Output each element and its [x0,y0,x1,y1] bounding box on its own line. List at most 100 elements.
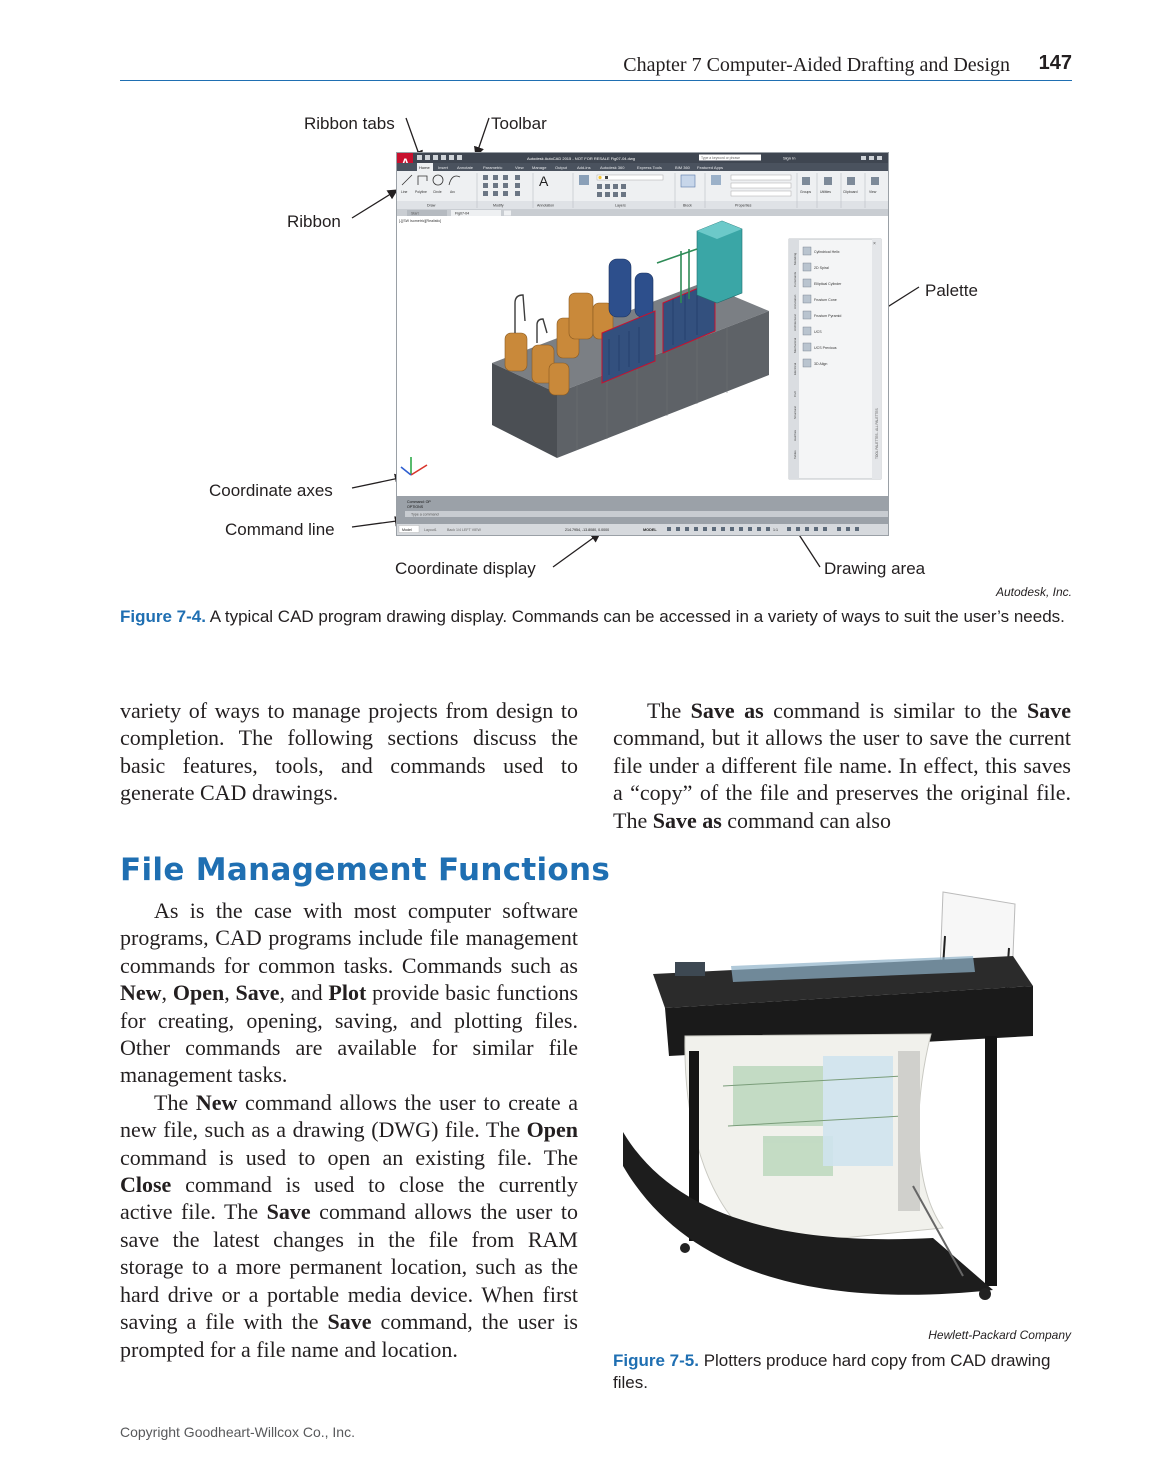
svg-text:Circle: Circle [433,190,442,194]
svg-text:Manage: Manage [532,165,547,170]
command-line-area [397,496,888,524]
leader-coordinate-display [552,532,602,568]
page-number: 147 [1038,52,1072,74]
figure-7-4-label: Figure 7-4. [120,607,206,626]
isometric-model [492,220,769,458]
ribbon-tabs-row [397,163,888,171]
svg-text:Tables: Tables [793,450,797,459]
svg-text:Utilities: Utilities [820,190,831,194]
svg-text:Hatches: Hatches [793,429,797,441]
svg-text:Annotate: Annotate [457,165,474,170]
svg-text:Frustum Cone: Frustum Cone [814,298,837,302]
svg-text:Civil: Civil [793,391,797,397]
svg-text:Properties: Properties [735,204,752,208]
block-insert-icon [680,174,696,188]
callout-coordinate-axes: Coordinate axes [209,481,333,500]
search-input [699,154,761,161]
coordinate-readout: 214.7954, -13.8080, 0.0000 [565,528,609,532]
svg-text:Mechanical: Mechanical [793,337,797,353]
paragraph-file-management: As is the case with most computer softwa… [120,898,579,1088]
svg-text:Layers: Layers [615,204,626,208]
figure-7-5-caption: Figure 7-5. Plotters produce hard copy f… [613,1350,1053,1394]
svg-text:UCS Previous: UCS Previous [814,346,837,350]
svg-text:Polyline: Polyline [415,190,427,194]
svg-text:3D Align: 3D Align [814,362,827,366]
svg-text:Home: Home [419,165,430,170]
svg-text:Annotation: Annotation [537,204,554,208]
svg-text:Groups: Groups [800,190,811,194]
callout-ribbon-tabs: Ribbon tabs [304,114,395,133]
command-history-1: Command: OP [407,500,431,504]
section-heading: File Management Functions [120,852,611,888]
command-history-2: OPTIONS [407,505,424,509]
svg-text:Arc: Arc [450,190,455,194]
leader-ribbon [351,189,399,219]
left-column-continued: variety of ways to manage projects from … [120,697,578,807]
svg-text:BIM 360: BIM 360 [675,165,691,170]
right-column-body: The Save as command is similar to the Sa… [613,697,1071,834]
sign-in-link: Sign In [783,156,795,161]
model-space-label: MODEL [643,528,657,532]
callout-drawing-area: Drawing area [824,559,926,578]
svg-text:Elliptical Cylinder: Elliptical Cylinder [814,282,842,286]
chapter-title: Chapter 7 Computer-Aided Drafting and De… [623,54,1010,76]
properties-controls [711,174,792,197]
svg-text:Draw: Draw [427,204,436,208]
svg-text:Frustum Pyramid: Frustum Pyramid [814,314,841,318]
callout-palette: Palette [925,281,978,300]
search-placeholder: Type a keyword or phrase [701,156,740,160]
svg-text:Clipboard: Clipboard [843,190,858,194]
leader-command-line [351,516,406,528]
svg-text:Output: Output [555,165,568,170]
file-tab-current: Fig07-04 [455,212,469,216]
line-tool-icon [401,174,413,186]
layout-tab-model: Model [402,528,412,532]
draw-tool-icons [401,174,461,186]
svg-text:Modify: Modify [493,204,504,208]
quick-access-toolbar [417,155,462,160]
figure-7-4-credit: Autodesk, Inc. [995,585,1072,599]
callout-command-line: Command line [225,520,335,539]
svg-text:Featured Apps: Featured Apps [697,165,723,170]
svg-text:Architectural: Architectural [793,314,797,331]
tool-palette: TOOL PALETTES - ALL PALETTES Modeling Co… [788,238,882,480]
annotation-scale: 1:1 [773,528,778,532]
figure-7-4-caption: Figure 7-4. A typical CAD program drawin… [120,606,1072,628]
file-tabs-bar [397,209,888,216]
command-prompt: Type a command [411,513,439,517]
callout-toolbar: Toolbar [491,114,547,133]
svg-text:View: View [515,165,524,170]
leader-coordinate-axes [351,473,406,489]
svg-text:Add-ins: Add-ins [577,165,591,170]
svg-text:2D Spiral: 2D Spiral [814,266,829,270]
svg-text:Parametric: Parametric [483,165,502,170]
svg-text:Electrical: Electrical [793,362,797,375]
left-column-section-body: As is the case with most computer softwa… [120,897,578,1363]
title-bar [397,153,888,163]
figure-7-5-caption-text: Plotters produce hard copy from CAD draw… [613,1351,1051,1392]
palette-title: TOOL PALETTES - ALL PALETTES [875,408,879,459]
text-tool-icon: A [539,173,549,189]
svg-text:Cylindrical Helix: Cylindrical Helix [814,250,840,254]
continued-paragraph: variety of ways to manage projects from … [120,698,578,806]
figure-7-5-label: Figure 7-5. [613,1351,699,1370]
svg-text:Modeling: Modeling [793,252,797,265]
modify-tool-icons [483,175,520,196]
palette-close-icon: × [873,241,876,247]
layer-tool-icons [579,174,664,197]
svg-text:Annotation: Annotation [793,294,797,309]
callout-coordinate-display: Coordinate display [395,559,536,578]
paragraph-new-open-close-save: The New command allows the user to creat… [120,1089,578,1362]
status-bar [397,524,888,535]
paragraph-save-as: The Save as command is similar to the Sa… [613,698,1071,833]
leader-toolbar [474,117,490,158]
figure-7-5-credit: Hewlett-Packard Company [928,1328,1071,1342]
command-input [405,511,888,517]
svg-text:UCS: UCS [814,330,822,334]
control-panel [675,962,705,976]
layout-tab-2: Back 1/4 LEFT VIEW [447,528,481,532]
svg-text:Constraints: Constraints [793,271,797,287]
coordinate-axes-icon [400,457,428,476]
svg-text:Express Tools: Express Tools [637,165,662,170]
cad-screenshot: A Autodesk AutoCAD 2015 - NOT FOR RESALE… [396,152,889,536]
